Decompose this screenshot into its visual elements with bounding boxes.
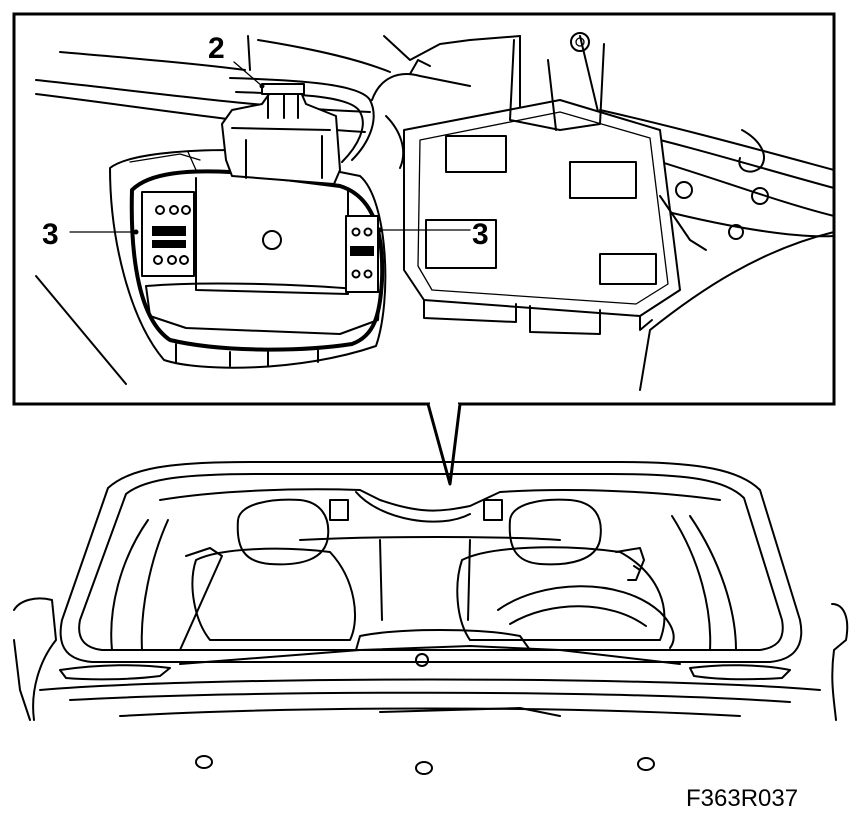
lamp-housing [109, 149, 387, 369]
control-module [403, 39, 707, 335]
callout-3-right: 3 [472, 218, 489, 251]
callout-3-left: 3 [42, 218, 59, 251]
vehicle-front-view [13, 461, 849, 775]
detail-inset: 2 3 3 [12, 12, 836, 486]
callout-2: 2 [208, 32, 225, 65]
figure-id: F363R037 [686, 785, 798, 812]
connector [221, 83, 341, 185]
leader-lines [69, 61, 471, 235]
